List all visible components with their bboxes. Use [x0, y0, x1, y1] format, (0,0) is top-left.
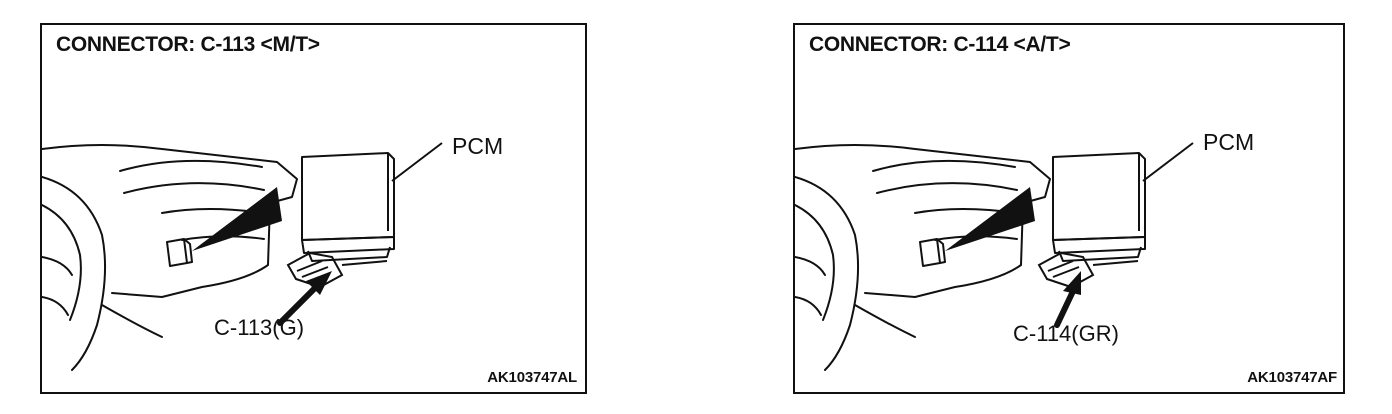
connector-label: C-114(GR)	[1013, 321, 1119, 346]
connector-panel-c114: CONNECTOR: C-114 <A/T>	[793, 23, 1345, 394]
dashboard-pcm-illustration	[42, 142, 443, 371]
figure-code: AK103747AF	[1247, 369, 1337, 386]
connector-label: C-113(G)	[214, 315, 305, 340]
pcm-label: PCM	[452, 133, 504, 159]
pcm-label: PCM	[1203, 129, 1255, 155]
figure-code: AK103747AL	[487, 369, 577, 386]
panel-title: CONNECTOR: C-114 <A/T>	[809, 33, 1071, 56]
dashboard-pcm-illustration	[795, 142, 1194, 371]
panel-title: CONNECTOR: C-113 <M/T>	[56, 33, 320, 56]
connector-panel-c113: CONNECTOR: C-113 <M/T>	[40, 23, 587, 394]
